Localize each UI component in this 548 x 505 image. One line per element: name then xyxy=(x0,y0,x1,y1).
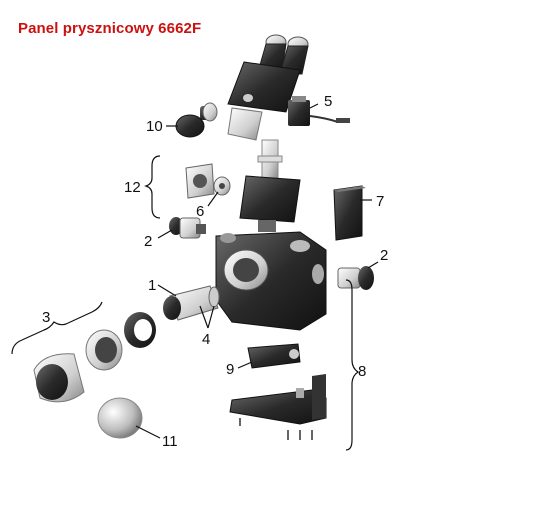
part-9-bracket xyxy=(247,343,301,369)
part-1-thermo-cartridge xyxy=(163,285,220,321)
part-12-plate xyxy=(185,163,231,199)
label-8: 8 xyxy=(358,363,366,380)
part-3-ring-dark xyxy=(124,312,156,348)
label-11: 11 xyxy=(162,433,178,450)
label-3: 3 xyxy=(42,309,50,326)
main-valve-body xyxy=(215,231,327,331)
label-6: 6 xyxy=(196,203,204,220)
label-1: 1 xyxy=(148,277,156,294)
label-10: 10 xyxy=(146,118,163,135)
part-2-cartridge-right xyxy=(337,266,374,290)
part-5-box xyxy=(288,96,350,126)
diagram-title: Panel prysznicowy 6662F xyxy=(18,20,202,37)
part-3-knob xyxy=(33,353,85,403)
label-7: 7 xyxy=(376,193,384,210)
label-2-right: 2 xyxy=(380,247,388,264)
part-7-block xyxy=(333,185,366,241)
inlet-connector-part xyxy=(227,34,309,141)
valve-stem-part xyxy=(239,139,301,232)
part-2-cartridge-left xyxy=(169,217,206,239)
label-5: 5 xyxy=(324,93,332,110)
label-9: 9 xyxy=(226,361,234,378)
part-10-cap xyxy=(175,102,218,138)
label-4: 4 xyxy=(202,331,210,348)
label-2-left: 2 xyxy=(144,233,152,250)
part-11-dome xyxy=(97,397,143,439)
label-12: 12 xyxy=(124,179,141,196)
leader-lines xyxy=(11,103,379,451)
mounting-plate xyxy=(229,374,327,440)
part-3-ring-light xyxy=(85,329,123,371)
